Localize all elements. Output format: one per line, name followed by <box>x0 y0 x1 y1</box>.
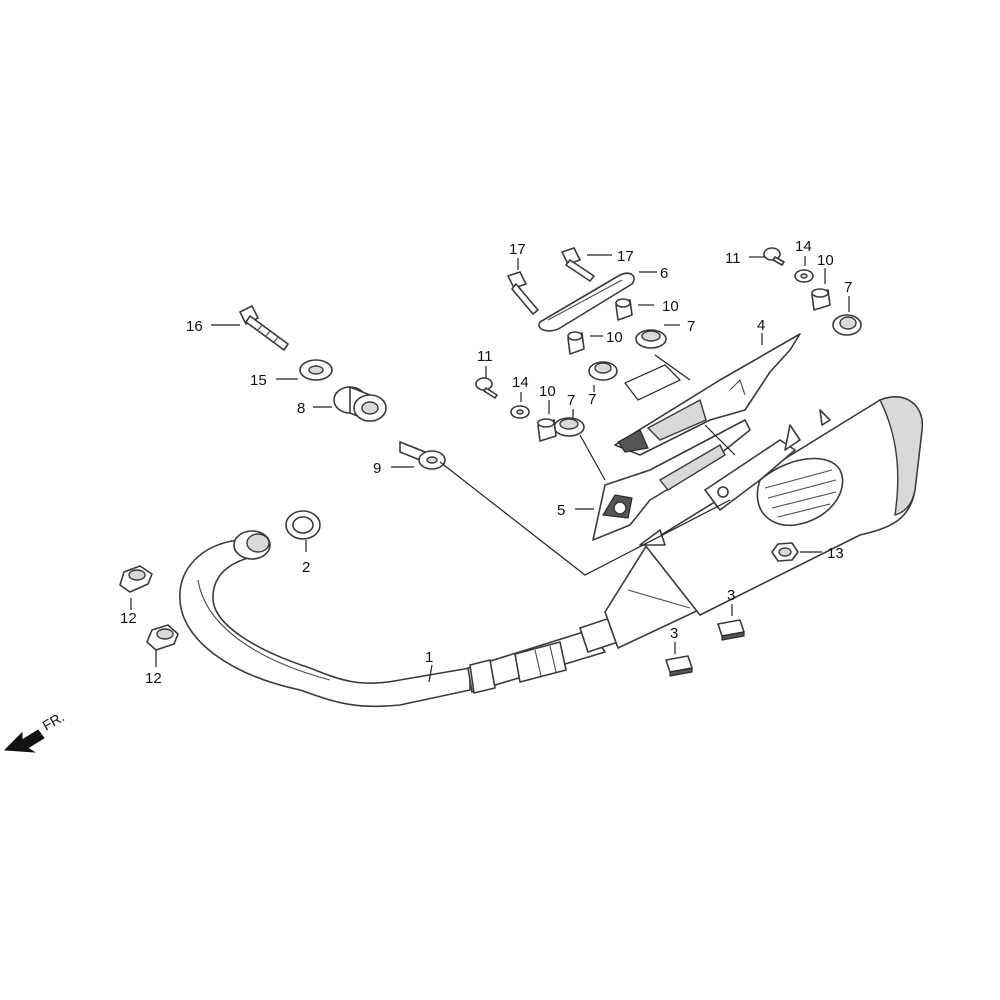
part-nut-12a <box>119 565 153 593</box>
front-direction-indicator: FR. <box>3 708 68 753</box>
part-gasket <box>285 510 321 540</box>
part-exhaust-pipe <box>179 396 923 708</box>
assembly-guide-lines <box>439 354 736 576</box>
part-screw-11b <box>763 247 785 266</box>
front-direction-label: FR. <box>40 708 68 733</box>
callout-10a: 10 <box>662 298 679 315</box>
part-flange-bolt <box>239 305 289 351</box>
callout-8: 8 <box>297 400 305 417</box>
part-grommet-7a <box>635 329 667 349</box>
callout-17a: 17 <box>509 241 526 258</box>
callout-5: 5 <box>557 502 565 519</box>
part-washer-14b <box>794 269 814 283</box>
callout-10c: 10 <box>539 383 556 400</box>
part-bracket-plate <box>538 272 635 332</box>
callout-10b: 10 <box>606 329 623 346</box>
front-arrow-icon <box>3 729 45 753</box>
part-rubber-mount <box>333 386 387 422</box>
callout-17b: 17 <box>617 248 634 265</box>
part-grommet-7b <box>588 361 618 381</box>
part-spacer-10b <box>567 331 585 355</box>
part-rubber-pad-b <box>665 655 693 677</box>
part-washer-14a <box>510 405 530 419</box>
part-heat-guard-bracket <box>592 419 751 541</box>
part-spacer-10c <box>537 418 557 442</box>
callout-3b: 3 <box>670 625 678 642</box>
callout-7d: 7 <box>844 279 852 296</box>
part-grommet-7d <box>832 314 862 336</box>
part-collar <box>399 441 446 470</box>
callout-11b: 11 <box>725 250 741 267</box>
callout-7a: 7 <box>687 318 695 335</box>
part-screw-11a <box>475 377 498 399</box>
callout-labels: 1 2 3 3 4 5 6 7 7 7 7 8 9 10 10 10 10 11… <box>120 238 852 687</box>
callout-2: 2 <box>302 559 310 576</box>
callout-11a: 11 <box>477 348 493 365</box>
part-rubber-pad-a <box>717 619 745 641</box>
callout-13: 13 <box>827 545 844 562</box>
part-spacer-10d <box>811 288 831 311</box>
callout-14a: 14 <box>512 374 529 391</box>
callout-14b: 14 <box>795 238 812 255</box>
part-grommet-7c <box>553 417 585 437</box>
callout-9: 9 <box>373 460 381 477</box>
callout-1: 1 <box>425 649 433 666</box>
part-washer-15 <box>299 359 333 381</box>
callout-16: 16 <box>186 318 203 335</box>
part-bolt-17b <box>561 247 595 282</box>
callout-leaders <box>130 254 850 683</box>
callout-7b: 7 <box>588 391 596 408</box>
callout-10d: 10 <box>817 252 834 269</box>
part-nut-12b <box>146 624 179 651</box>
part-bolt-17a <box>507 271 539 315</box>
callout-12a: 12 <box>120 610 137 627</box>
callout-3a: 3 <box>727 587 735 604</box>
callout-15: 15 <box>250 372 267 389</box>
callout-6: 6 <box>660 265 668 282</box>
part-spacer-10a <box>615 298 633 321</box>
callout-7c: 7 <box>567 392 575 409</box>
callout-12b: 12 <box>145 670 162 687</box>
callout-4: 4 <box>757 317 765 334</box>
part-heat-guard-cover <box>614 333 801 456</box>
part-nut-13 <box>771 542 799 562</box>
